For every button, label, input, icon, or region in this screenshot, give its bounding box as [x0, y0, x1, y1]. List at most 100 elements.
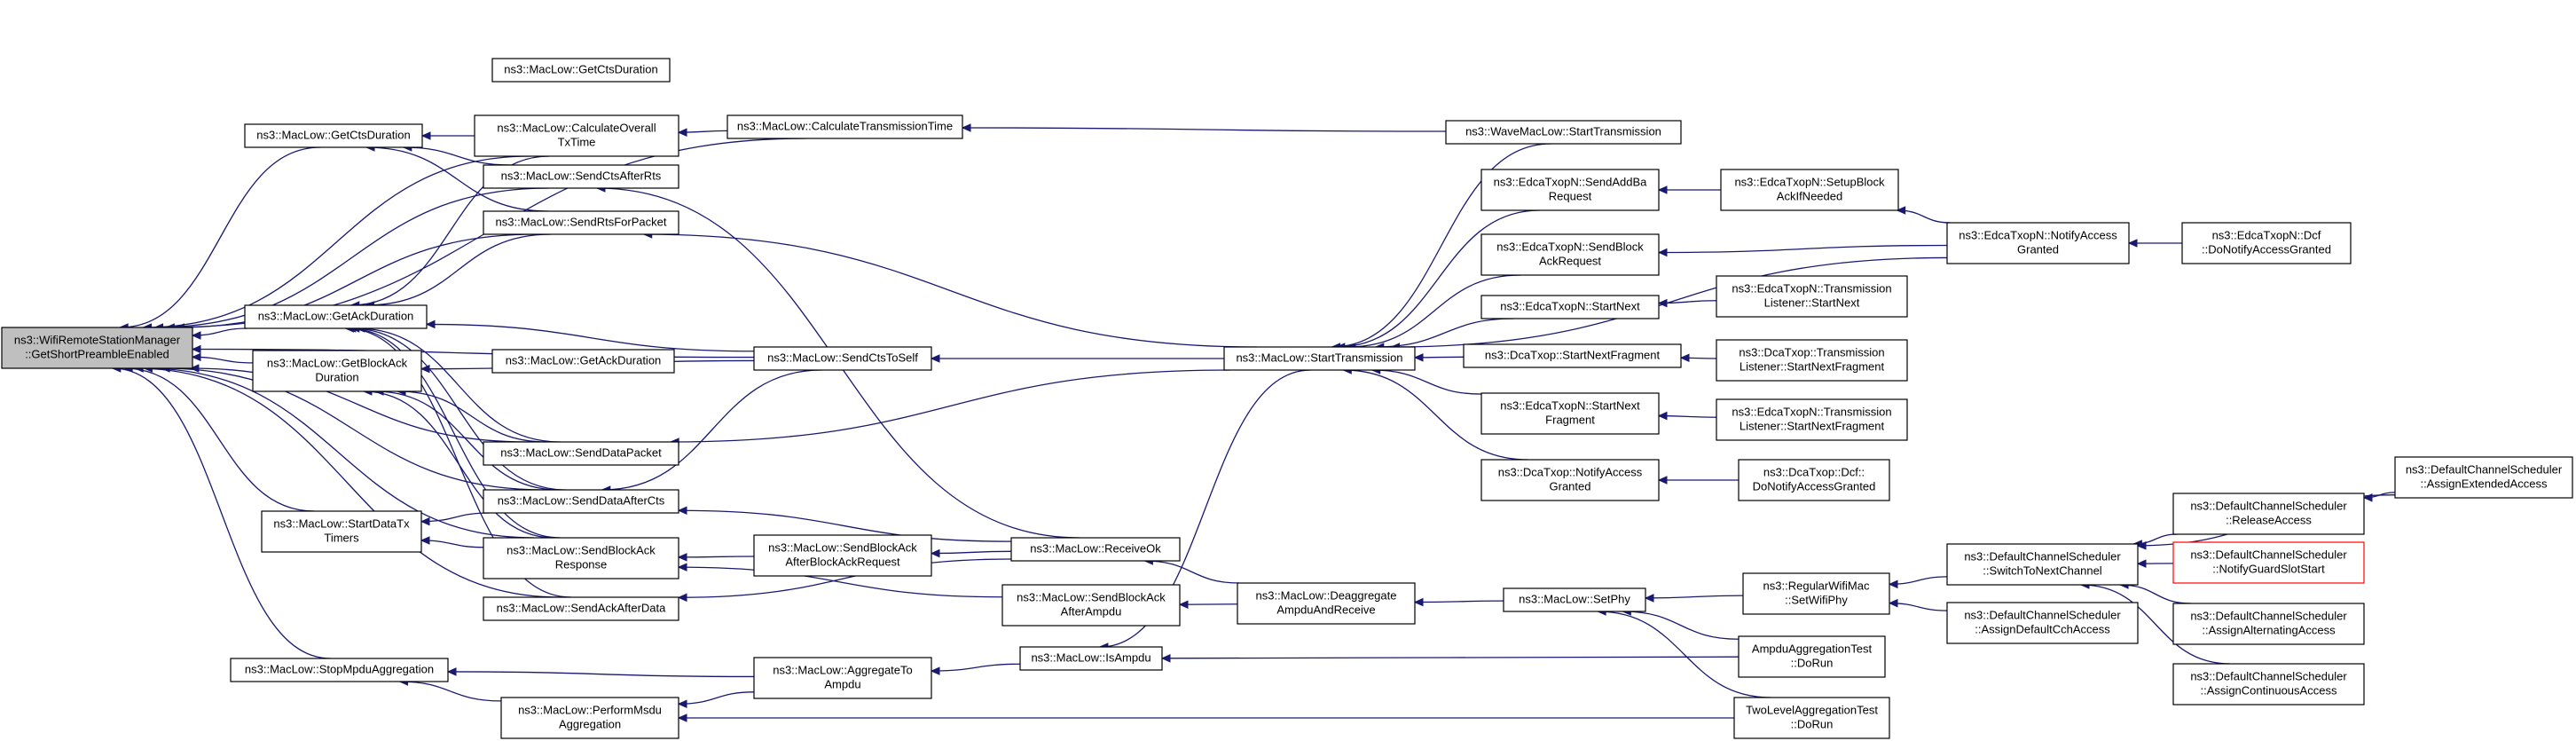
graph-node-stopMpdu[interactable]: ns3::MacLow::StopMpduAggregation	[230, 658, 449, 682]
graph-node-sendCtsAfterRts[interactable]: ns3::MacLow::SendCtsAfterRts	[483, 164, 679, 189]
graph-node-edcaNotifyAccess[interactable]: ns3::EdcaTxopN::NotifyAccessGranted	[1946, 222, 2130, 264]
edge-dcsSwitch-to-regularSetWifiPhy	[1889, 576, 1948, 585]
graph-node-getCtsDurA[interactable]: ns3::MacLow::GetCtsDuration	[244, 123, 423, 148]
edge-regularSetWifiPhy-to-setPhy	[1645, 595, 1744, 599]
graph-node-sendCtsToSelf[interactable]: ns3::MacLow::SendCtsToSelf	[753, 346, 932, 371]
graph-node-dcaStartNextFrag[interactable]: ns3::DcaTxop::StartNextFragment	[1463, 343, 1682, 368]
edge-twoLevelDoRun-to-setPhy	[1598, 611, 1771, 698]
graph-node-edcaDcfNotify[interactable]: ns3::EdcaTxopN::Dcf::DoNotifyAccessGrant…	[2181, 222, 2352, 264]
graph-node-edcaStartNextFrag[interactable]: ns3::EdcaTxopN::StartNextFragment	[1480, 392, 1660, 435]
graph-node-receiveOk[interactable]: ns3::MacLow::ReceiveOk	[1010, 537, 1181, 562]
graph-node-edcaTLStartNextFrag[interactable]: ns3::EdcaTxopN::TransmissionListener::St…	[1716, 398, 1908, 441]
node-label-line: ::AssignAlternatingAccess	[2202, 623, 2336, 636]
node-box	[753, 346, 932, 371]
graph-node-dcsAssignCont[interactable]: ns3::DefaultChannelScheduler::AssignCont…	[2172, 663, 2365, 706]
node-label-line: ns3::DcaTxop::Dcf::	[1763, 465, 1865, 478]
node-box	[1237, 582, 1416, 625]
edge-sendDataPacket-to-getBlockAckDur	[397, 390, 547, 443]
node-box	[1480, 233, 1660, 276]
graph-node-edcaTLStartNext[interactable]: ns3::EdcaTxopN::TransmissionListener::St…	[1716, 275, 1908, 318]
graph-node-dcsSwitch[interactable]: ns3::DefaultChannelScheduler::SwitchToNe…	[1946, 543, 2139, 586]
edge-arrowhead	[1413, 353, 1424, 362]
edge-arrowhead	[930, 354, 940, 363]
graph-node-dcsAssignAlt[interactable]: ns3::DefaultChannelScheduler::AssignAlte…	[2172, 603, 2365, 645]
edge-getBlockAckDur-to-root	[192, 356, 254, 364]
edge-arrowhead	[425, 319, 436, 329]
node-box	[2394, 456, 2573, 499]
node-label-line: TxTime	[558, 135, 596, 148]
edge-dcsAssignDefault-to-regularSetWifiPhy	[1889, 603, 1948, 611]
node-label-line: ns3::EdcaTxopN::Transmission	[1732, 405, 1891, 418]
edge-arrowhead	[420, 364, 430, 374]
edge-arrowhead	[1178, 600, 1189, 610]
graph-node-dcsRelease[interactable]: ns3::DefaultChannelScheduler::ReleaseAcc…	[2172, 493, 2365, 535]
graph-node-getAckDurA[interactable]: ns3::MacLow::GetAckDuration	[244, 304, 428, 329]
graph-node-sendBlockAckAfterReq[interactable]: ns3::MacLow::SendBlockAckAfterBlockAckRe…	[753, 534, 932, 577]
graph-node-startTransmission[interactable]: ns3::MacLow::StartTransmission	[1223, 346, 1416, 371]
graph-node-twoLevelDoRun[interactable]: TwoLevelAggregationTest::DoRun	[1733, 697, 1890, 739]
edge-deaggregate-to-receiveOk	[1144, 560, 1239, 584]
graph-node-sendAckAfterData[interactable]: ns3::MacLow::SendAckAfterData	[483, 596, 679, 621]
graph-node-sendDataAfterCts[interactable]: ns3::MacLow::SendDataAfterCts	[483, 489, 679, 514]
graph-node-dcaNotifyAccess[interactable]: ns3::DcaTxop::NotifyAccessGranted	[1480, 459, 1660, 501]
edge-arrowhead	[930, 666, 940, 675]
node-label-line: ns3::MacLow::SendBlockAck	[507, 543, 656, 556]
node-box	[753, 534, 932, 577]
graph-node-sendRtsForPacket[interactable]: ns3::MacLow::SendRtsForPacket	[483, 210, 679, 235]
node-label-line: ns3::MacLow::GetAckDuration	[258, 309, 414, 322]
node-label-line: ns3::EdcaTxopN::Transmission	[1732, 281, 1891, 295]
node-label-line: AckIfNeeded	[1777, 189, 1842, 202]
node-label-line: Response	[555, 557, 608, 571]
node-label-line: AmpduAggregationTest	[1752, 642, 1873, 655]
graph-node-dcsNotifyGuard[interactable]: ns3::DefaultChannelScheduler::NotifyGuar…	[2172, 541, 2365, 584]
edge-calcOverall-to-root	[143, 155, 530, 328]
node-box	[2172, 663, 2365, 706]
graph-node-isAmpdu[interactable]: ns3::MacLow::IsAmpdu	[1019, 646, 1163, 671]
edge-sendRtsForPacket-to-getCtsDurA	[366, 146, 548, 212]
edge-arrowhead	[1644, 594, 1654, 603]
graph-node-dcsAssignDefault[interactable]: ns3::DefaultChannelScheduler::AssignDefa…	[1946, 602, 2139, 644]
graph-node-sendDataPacket[interactable]: ns3::MacLow::SendDataPacket	[483, 441, 679, 466]
edge-receiveOk-to-sendBlockAckAfterReq	[931, 550, 1012, 555]
node-label-line: ns3::MacLow::SetPhy	[1519, 592, 1630, 605]
graph-node-dcsAssignExt[interactable]: ns3::DefaultChannelScheduler::AssignExte…	[2394, 456, 2573, 499]
node-label-line: ns3::EdcaTxopN::SetupBlock	[1734, 175, 1885, 188]
node-box	[483, 164, 679, 189]
graph-node-root[interactable]: ns3::WifiRemoteStationManager::GetShortP…	[1, 327, 193, 369]
graph-node-setPhy[interactable]: ns3::MacLow::SetPhy	[1503, 587, 1646, 612]
graph-node-regularSetWifiPhy[interactable]: ns3::RegularWifiMac::SetWifiPhy	[1742, 572, 1890, 615]
edge-aggToAmpdu-to-stopMpdu	[447, 671, 755, 678]
graph-node-edcaStartNext[interactable]: ns3::EdcaTxopN::StartNext	[1480, 295, 1660, 319]
graph-node-ampduTestDoRun[interactable]: AmpduAggregationTest::DoRun	[1738, 635, 1886, 678]
graph-node-getCtsDurB[interactable]: ns3::MacLow::GetCtsDuration	[491, 58, 671, 83]
edge-arrowhead	[1657, 185, 1668, 194]
edge-sendCtsToSelf-to-sendDataAfterCts	[601, 369, 822, 491]
node-box	[1946, 602, 2139, 644]
node-label-line: ns3::DcaTxop::StartNextFragment	[1485, 348, 1661, 361]
graph-node-dcaTLStartNextFrag[interactable]: ns3::DcaTxop::TransmissionListener::Star…	[1716, 339, 1908, 382]
graph-node-getAckDurB[interactable]: ns3::MacLow::GetAckDuration	[491, 349, 675, 374]
edge-arrowhead	[1657, 411, 1668, 421]
node-box	[1480, 169, 1660, 211]
node-label-line: ns3::MacLow::Deaggregate	[1256, 588, 1397, 602]
node-box	[1445, 120, 1682, 145]
graph-node-calcTx[interactable]: ns3::MacLow::CalculateTransmissionTime	[726, 114, 963, 139]
edge-sendBlockAckResp-to-getBlockAckDur	[363, 390, 555, 539]
node-label-line: ns3::DefaultChannelScheduler	[2190, 548, 2347, 561]
graph-node-waveStart[interactable]: ns3::WaveMacLow::StartTransmission	[1445, 120, 1682, 145]
node-box	[1480, 295, 1660, 319]
node-box	[1742, 572, 1890, 615]
edge-arrowhead	[961, 123, 971, 132]
graph-node-dcaDcfNotify[interactable]: ns3::DcaTxop::Dcf::DoNotifyAccessGranted	[1738, 459, 1890, 501]
